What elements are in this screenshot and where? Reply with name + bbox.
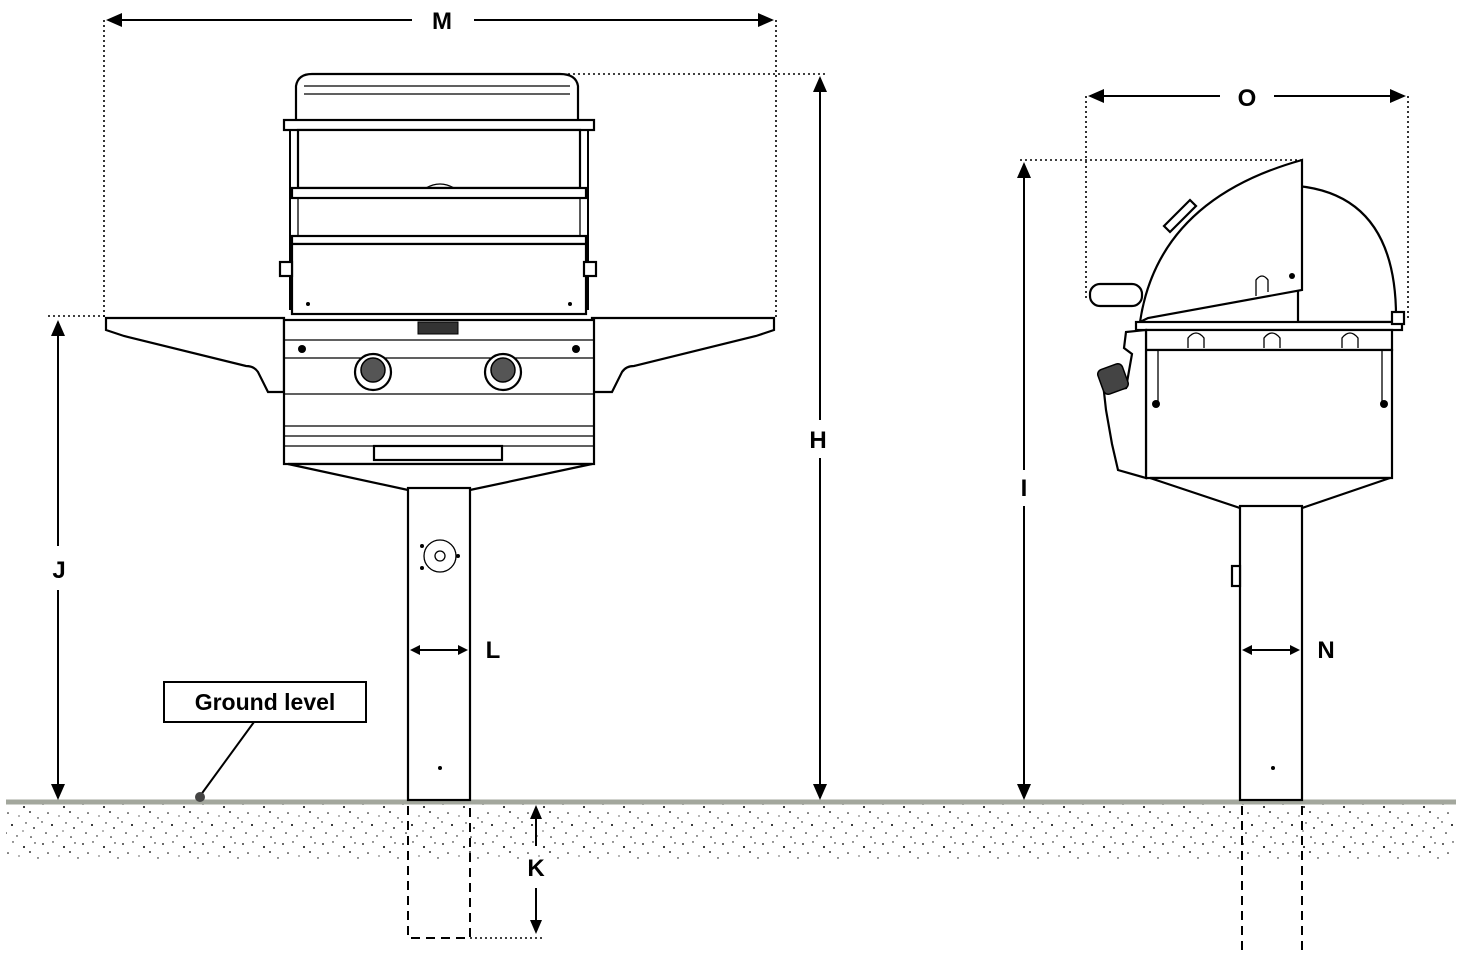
label-h: H — [809, 427, 826, 454]
label-k: K — [527, 855, 545, 882]
dimension-m — [103, 13, 826, 318]
label-m: M — [432, 8, 452, 35]
label-n: N — [1317, 637, 1334, 664]
dimension-h — [813, 76, 827, 800]
label-i: I — [1021, 475, 1028, 502]
dimension-k — [470, 805, 542, 939]
soil-area — [6, 803, 1456, 861]
label-o: O — [1238, 85, 1257, 112]
dimension-j — [48, 315, 106, 800]
dimension-n — [1242, 645, 1300, 655]
dimension-l — [410, 645, 468, 655]
ground-level-callout — [163, 681, 367, 802]
front-view-grill — [104, 72, 776, 939]
label-l: L — [486, 637, 501, 664]
label-j: J — [52, 557, 65, 584]
ground-level-label: Ground level — [195, 689, 336, 715]
side-view-grill — [1088, 158, 1406, 952]
dimension-i — [1017, 159, 1302, 800]
dimension-o — [1085, 89, 1409, 318]
